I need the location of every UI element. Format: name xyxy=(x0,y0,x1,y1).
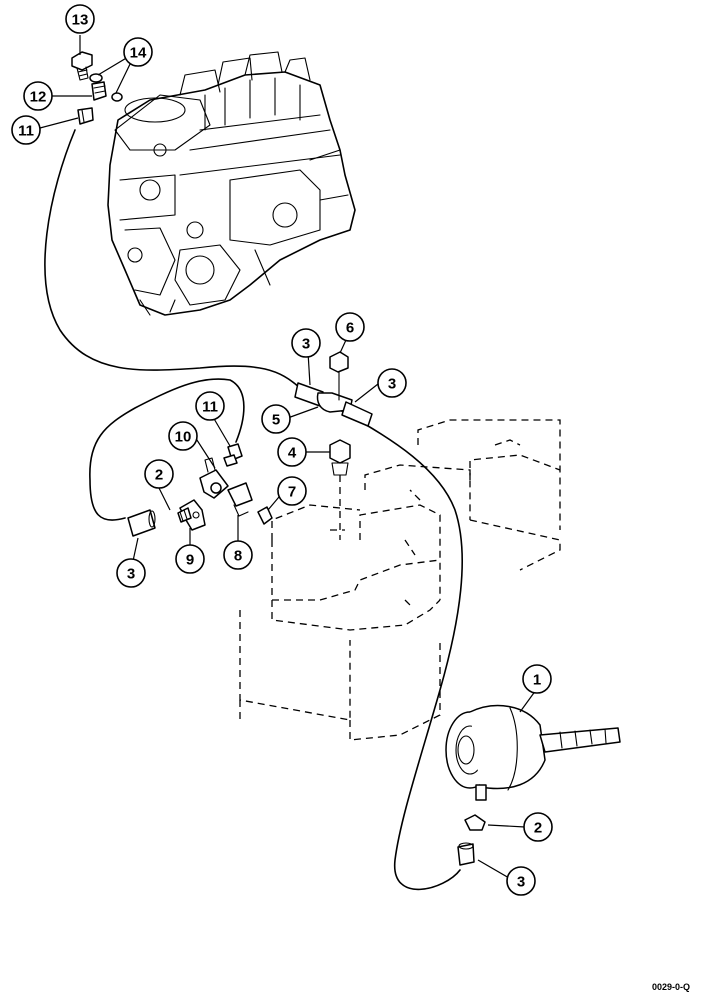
callout-1: 1 xyxy=(522,664,552,694)
callout-7: 7 xyxy=(277,476,307,506)
callout-8-label: 8 xyxy=(234,548,242,565)
fitting-parts-group xyxy=(127,443,273,537)
callout-14-label: 14 xyxy=(130,45,147,62)
callout-9-label: 9 xyxy=(186,552,194,569)
callout-11-middle: 11 xyxy=(195,391,225,421)
callout-4: 4 xyxy=(277,437,307,467)
callout-1-label: 1 xyxy=(533,672,541,689)
callout-2-upper: 2 xyxy=(144,459,174,489)
callout-11-middle-label: 11 xyxy=(202,399,218,416)
leader-lines xyxy=(39,35,537,879)
callout-14: 14 xyxy=(123,37,153,67)
callout-6-label: 6 xyxy=(346,320,354,337)
callout-2-lower-label: 2 xyxy=(534,820,542,837)
callout-4-label: 4 xyxy=(288,445,297,462)
drawing-code: 0029-0-Q xyxy=(652,982,690,992)
callout-7-label: 7 xyxy=(288,484,296,501)
callout-12: 12 xyxy=(23,81,53,111)
top-fitting-parts xyxy=(71,51,123,125)
callout-3-clamp-left: 3 xyxy=(291,328,321,358)
callout-11-top: 11 xyxy=(11,115,41,145)
injection-pump-assembly xyxy=(107,51,356,316)
callout-11-top-label: 11 xyxy=(18,123,34,140)
callout-2-upper-label: 2 xyxy=(155,467,163,484)
callout-9: 9 xyxy=(175,544,205,574)
callout-3-clamp-right: 3 xyxy=(377,368,407,398)
hose-clamp-assembly xyxy=(294,351,373,540)
engine-block-dashed-outline xyxy=(239,419,561,741)
callout-5-label: 5 xyxy=(272,412,280,429)
callout-8: 8 xyxy=(223,540,253,570)
callout-3-clamp-right-label: 3 xyxy=(388,376,396,393)
callout-3-hose-end-label: 3 xyxy=(127,566,135,583)
callout-3-hose-end: 3 xyxy=(116,558,146,588)
callout-6: 6 xyxy=(335,312,365,342)
callout-5: 5 xyxy=(261,404,291,434)
callout-10: 10 xyxy=(168,421,198,451)
callout-3-actuator: 3 xyxy=(506,866,536,896)
pressure-hose xyxy=(44,129,463,891)
callout-13: 13 xyxy=(65,4,95,34)
vacuum-actuator xyxy=(445,704,621,866)
callout-13-label: 13 xyxy=(72,12,89,29)
callout-3-actuator-label: 3 xyxy=(517,874,525,891)
callout-10-label: 10 xyxy=(175,429,192,446)
callout-3-clamp-left-label: 3 xyxy=(302,336,310,353)
callout-12-label: 12 xyxy=(30,89,47,106)
callout-2-lower: 2 xyxy=(523,812,553,842)
